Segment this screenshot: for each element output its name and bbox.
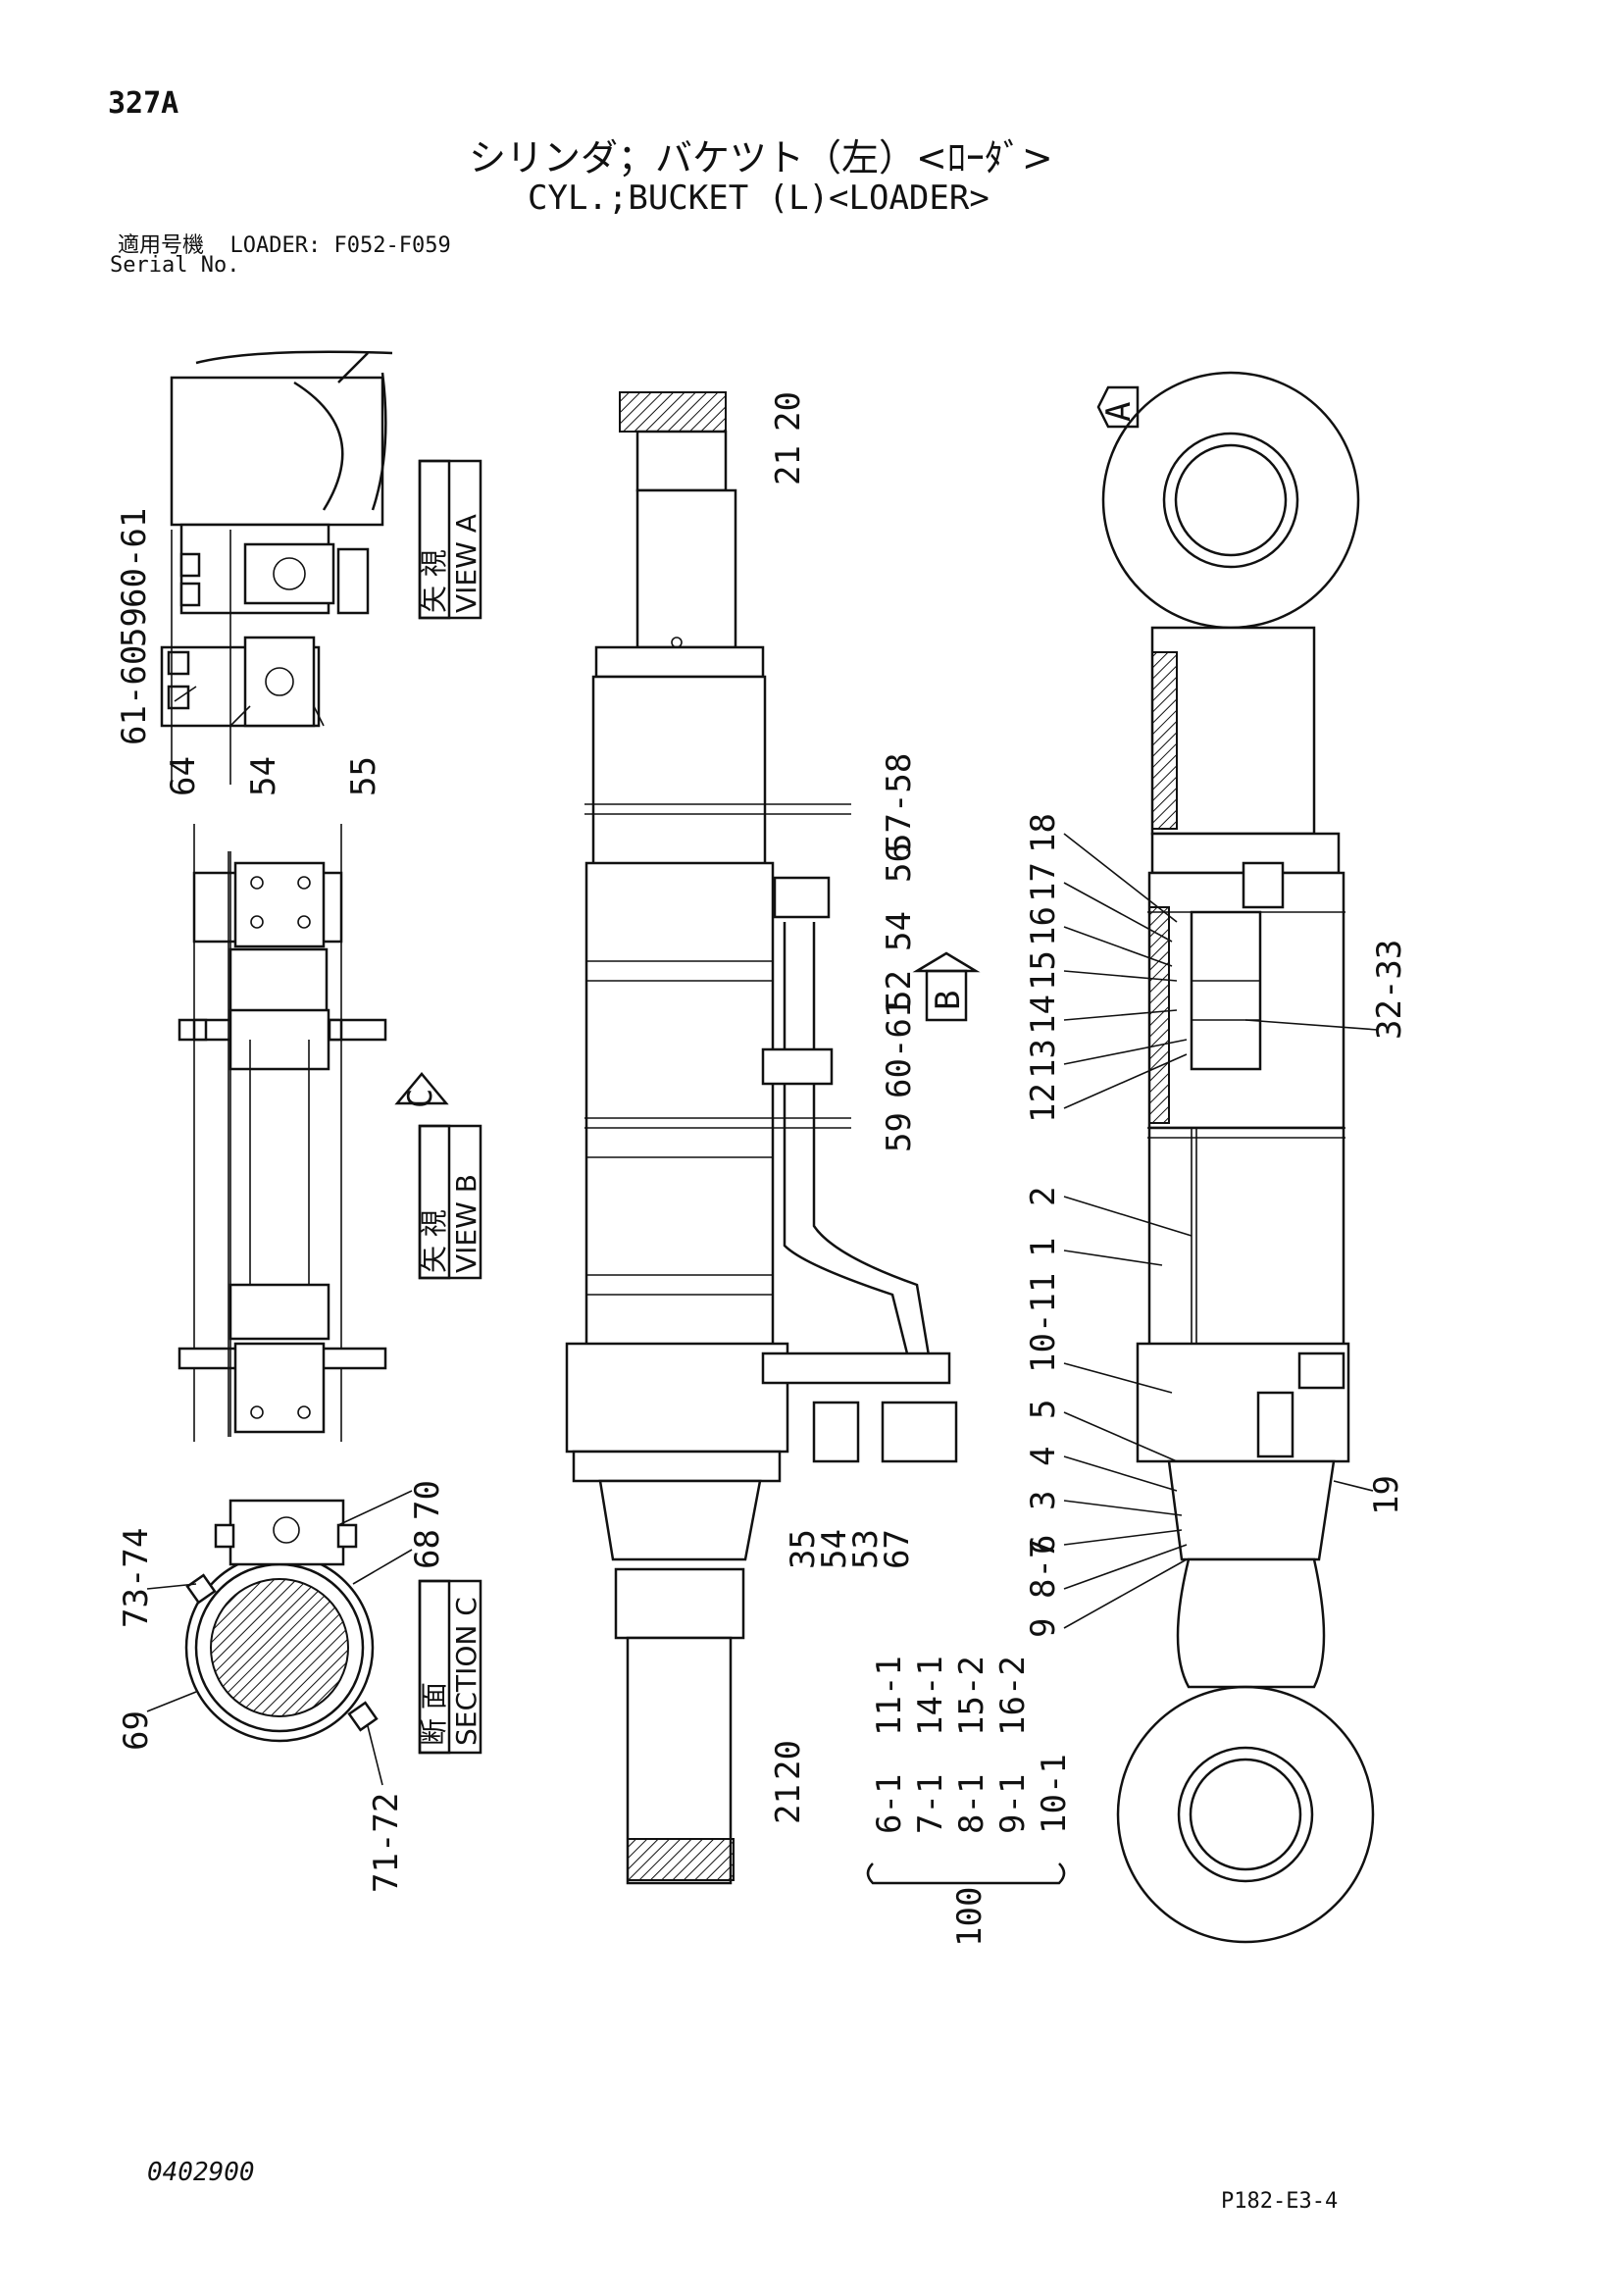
view-b-label: 矢 視 VIEW B	[418, 1124, 482, 1280]
label-21: 21	[769, 445, 808, 485]
section-c-en: SECTION C	[450, 1597, 482, 1746]
arrow-a: A	[1096, 385, 1140, 429]
center-part-labels: 20 21 57-58 56 54 52 60-61 59 35 54 53 6…	[769, 391, 919, 1824]
label-21-lower: 21	[769, 1784, 808, 1824]
label-2: 2	[1024, 1187, 1063, 1206]
view-a-en: VIEW A	[450, 514, 482, 613]
serial-label-en: Serial No.	[110, 253, 240, 278]
label-54-bottom: 54	[815, 1529, 854, 1569]
label-73-74: 73-74	[117, 1528, 156, 1628]
view-a-part-labels: 61-60 59 60-61 64 54 55	[115, 508, 383, 796]
label-10-11: 10-11	[1024, 1273, 1063, 1373]
label-60-61-center: 60-61	[880, 998, 919, 1098]
label-12: 12	[1024, 1083, 1063, 1123]
section-c-label: 断 面 SECTION C	[418, 1579, 482, 1755]
kit-16-2: 16-2	[993, 1656, 1033, 1736]
label-32-33: 32-33	[1370, 940, 1409, 1040]
kit-7-1: 7-1	[911, 1774, 950, 1834]
arrow-a-label: A	[1099, 402, 1139, 422]
label-59-center: 59	[880, 1112, 919, 1152]
arrow-c-label: C	[401, 1089, 440, 1108]
label-59: 59	[115, 607, 154, 647]
label-35: 35	[784, 1529, 823, 1569]
label-64: 64	[164, 756, 203, 796]
label-70: 70	[408, 1480, 447, 1520]
label-18: 18	[1024, 813, 1063, 853]
label-20: 20	[769, 391, 808, 432]
kit-100: 100	[950, 1887, 990, 1947]
label-6: 6	[1024, 1535, 1063, 1555]
label-16: 16	[1024, 906, 1063, 946]
serial-value: LOADER: F052-F059	[229, 233, 451, 258]
label-57-58: 57-58	[880, 753, 919, 853]
arrow-b: B	[912, 951, 981, 1022]
view-a-detail	[160, 350, 393, 785]
kit-15-2: 15-2	[952, 1656, 991, 1736]
view-a-jp: 矢 視	[418, 549, 450, 613]
kit-10-1: 10-1	[1035, 1754, 1074, 1834]
label-53: 53	[846, 1529, 886, 1569]
label-17: 17	[1024, 862, 1063, 902]
label-67: 67	[878, 1529, 917, 1569]
serial-label-jp: 適用号機	[118, 233, 205, 258]
right-part-labels: 18 17 16 15 14 13 12 32-33 2 1 10-11 5 4…	[1024, 813, 1409, 1638]
label-14: 14	[1024, 995, 1063, 1035]
center-pipe	[761, 876, 958, 1463]
label-13: 13	[1024, 1039, 1063, 1079]
label-55: 55	[344, 756, 383, 796]
label-68: 68	[408, 1529, 447, 1569]
arrow-c: C	[394, 1072, 449, 1108]
label-9: 9	[1024, 1618, 1063, 1638]
label-71-72: 71-72	[367, 1793, 406, 1893]
view-b-jp: 矢 視	[418, 1209, 450, 1273]
label-19: 19	[1367, 1475, 1406, 1515]
section-c-detail	[184, 1499, 379, 1743]
page-reference: P182-E3-4	[1221, 2189, 1339, 2214]
title-english: CYL.;BUCKET (L)<LOADER>	[528, 179, 990, 218]
kit-14-1: 14-1	[911, 1656, 950, 1736]
label-54-center: 54	[880, 911, 919, 951]
right-cylinder	[1101, 371, 1375, 1944]
kit-list: 6-1 11-1 7-1 14-1 8-1 15-2 9-1 16-2 10-1…	[866, 1656, 1074, 1947]
view-a-label: 矢 視 VIEW A	[418, 459, 482, 620]
label-54: 54	[244, 756, 283, 796]
kit-6-1: 6-1	[870, 1774, 909, 1834]
title-japanese: シリンダ；バケツト（左）<ﾛｰﾀﾞ>	[469, 136, 1053, 179]
label-8-7: 8-7	[1024, 1539, 1063, 1599]
section-c-part-labels: 73-74 70 68 69 71-72	[117, 1480, 447, 1893]
label-1: 1	[1024, 1238, 1063, 1257]
label-4: 4	[1024, 1447, 1063, 1466]
kit-8-1: 8-1	[952, 1774, 991, 1834]
label-56: 56	[880, 842, 919, 883]
kit-9-1: 9-1	[993, 1774, 1033, 1834]
view-b-en: VIEW B	[450, 1174, 482, 1273]
label-60-61: 60-61	[115, 508, 154, 608]
label-20-21: 20	[769, 391, 808, 432]
view-b-detail	[178, 824, 387, 1442]
label-61-60: 61-60	[115, 645, 154, 745]
page-number: 327A	[108, 86, 179, 121]
section-c-jp: 断 面	[418, 1682, 450, 1746]
label-3: 3	[1024, 1491, 1063, 1510]
label-15: 15	[1024, 950, 1063, 991]
label-20-lower: 20	[769, 1740, 808, 1780]
label-5: 5	[1024, 1400, 1063, 1419]
kit-11-1: 11-1	[870, 1656, 909, 1736]
label-52: 52	[880, 970, 919, 1010]
label-69: 69	[117, 1710, 156, 1751]
arrow-b-label: B	[929, 991, 968, 1010]
document-number: 0402900	[147, 2158, 255, 2187]
serial-line: 適用号機 LOADER: F052-F059	[118, 228, 451, 259]
center-cylinder	[565, 391, 851, 1885]
